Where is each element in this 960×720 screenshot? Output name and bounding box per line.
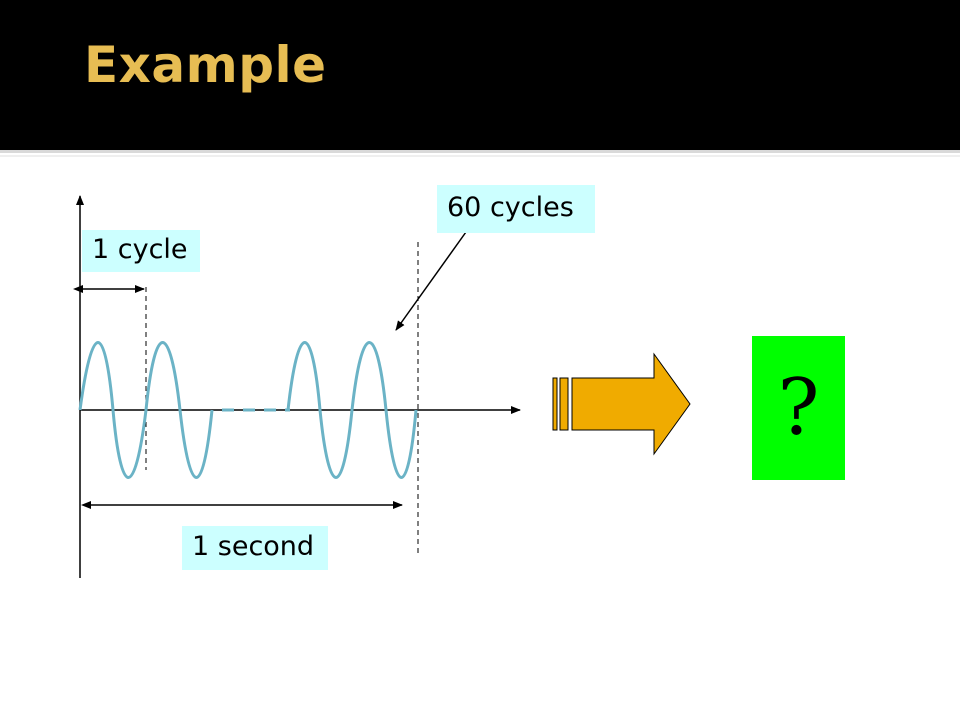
label-sixty-cycles: 60 cycles [437, 185, 595, 233]
answer-box: ? [752, 336, 845, 480]
question-mark: ? [777, 363, 820, 453]
sine-wave-left [78, 341, 214, 479]
block-arrow [552, 352, 691, 456]
slide-title: Example [84, 36, 327, 94]
title-divider [0, 150, 960, 153]
sixty-cycles-pointer [395, 231, 467, 331]
title-bar: Example [0, 0, 960, 150]
title-divider-light [0, 155, 960, 157]
sine-wave-right [286, 341, 418, 479]
label-one-second: 1 second [182, 526, 328, 570]
label-one-cycle: 1 cycle [82, 230, 200, 272]
